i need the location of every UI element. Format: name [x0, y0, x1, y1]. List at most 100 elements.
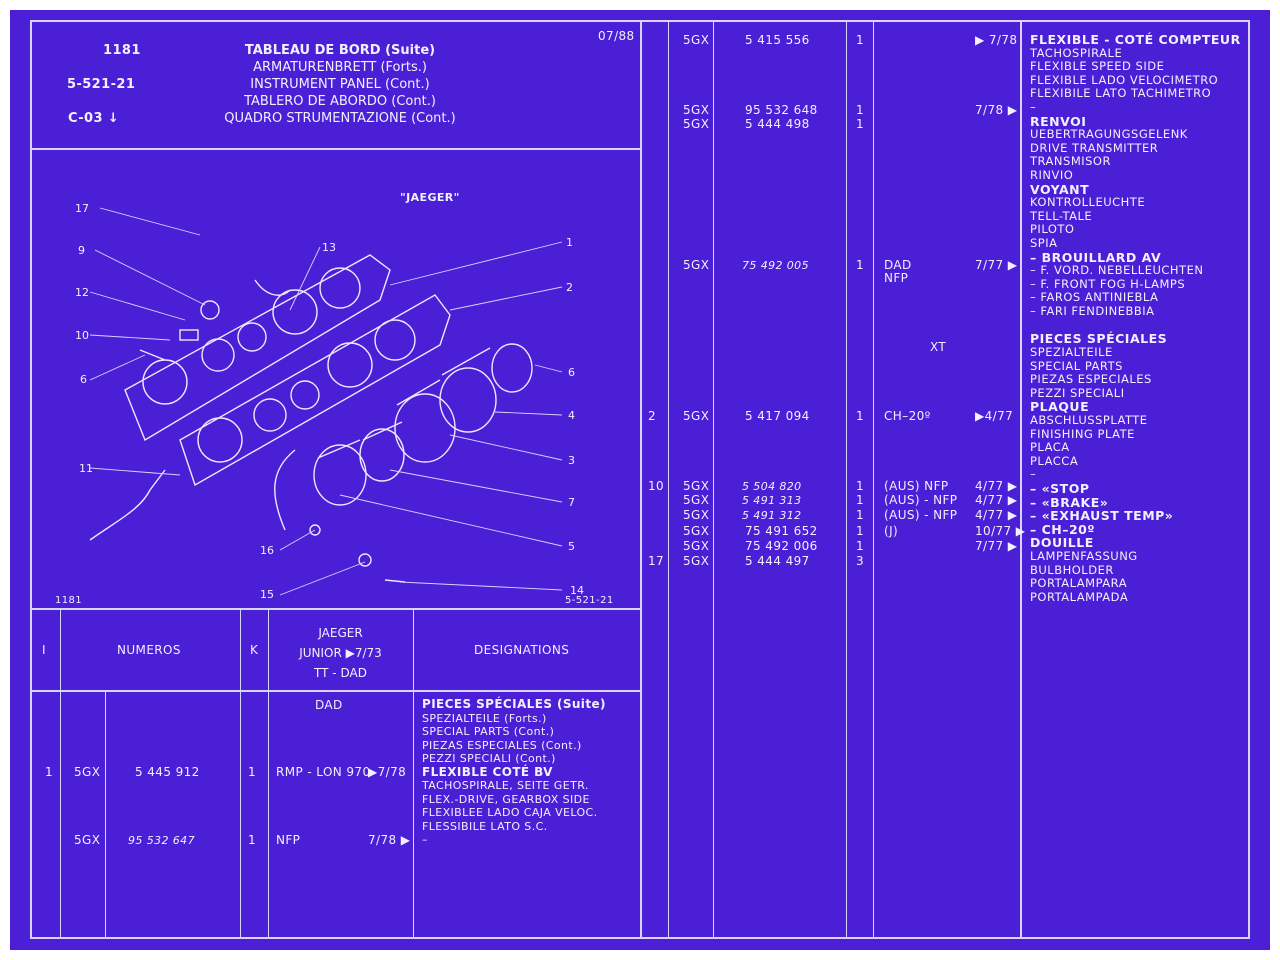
row-number: 5 491 313: [742, 494, 802, 507]
header-divider: [30, 148, 642, 150]
title-block: TABLEAU DE BORD (Suite) ARMATURENBRETT (…: [180, 42, 500, 127]
row-number: 5 445 912: [135, 765, 200, 779]
designation-line: FLEXIBLE SPEED SIDE: [1030, 59, 1165, 74]
row-date: 7/78 ▶: [368, 833, 411, 847]
designation-line: PIEZAS ESPECIALES: [1030, 372, 1152, 387]
row-qty: 1: [856, 524, 865, 538]
designation-heading: FLEXIBLE - COTÉ COMPTEUR: [1030, 32, 1241, 47]
designation-heading: – «EXHAUST TEMP»: [1030, 508, 1174, 524]
row-date: 7/78 ▶: [975, 103, 1018, 117]
col-rule: [105, 690, 106, 939]
title-fr: TABLEAU DE BORD (Suite): [244, 43, 436, 58]
designation-heading: – BROUILLARD AV: [1030, 249, 1162, 265]
row-date: ▶7/78: [368, 765, 407, 779]
row-qty: 1: [856, 409, 865, 423]
designation-line: PORTALAMPARA: [1030, 576, 1128, 591]
row-qty: 1: [856, 539, 865, 553]
row-index: 1: [45, 765, 54, 779]
col-rule: [873, 20, 874, 939]
model-line-3: TT - DAD: [314, 666, 367, 680]
title-en: INSTRUMENT PANEL (Cont.): [250, 77, 430, 92]
arrow-down-icon: ↓: [107, 111, 120, 126]
designation-line: RINVIO: [1030, 167, 1074, 182]
ref-number: 1181: [103, 43, 141, 58]
row-model: NFP: [884, 271, 909, 285]
sub-code: C-03 ↓: [68, 112, 119, 125]
title-es: TABLERO DE ABORDO (Cont.): [244, 94, 436, 109]
frame-left: [30, 20, 32, 939]
col-rule: [668, 20, 669, 939]
designation-line: TELL-TALE: [1030, 208, 1093, 223]
designation-line: DRIVE TRANSMITTER: [1030, 140, 1159, 155]
frame-right: [1248, 20, 1250, 939]
designation-line: PLACCA: [1030, 453, 1079, 468]
row-qty: 3: [856, 554, 865, 568]
row-qty: 1: [856, 493, 865, 507]
row-number: 5 444 497: [745, 554, 810, 568]
row-code: 5GX: [683, 103, 710, 117]
row-number: 75 491 652: [745, 524, 818, 538]
designation-line: PILOTO: [1030, 222, 1075, 237]
row-number: 75 492 006: [745, 539, 818, 553]
row-number: 5 417 094: [745, 409, 810, 423]
callout-2: 2: [566, 281, 573, 294]
diagram-bottom-rule: [30, 608, 642, 610]
designation-line: SPECIAL PARTS: [1030, 358, 1123, 373]
row-code: 5GX: [683, 539, 710, 553]
callout-4: 4: [568, 409, 575, 422]
row-model: (AUS) - NFP: [884, 508, 958, 522]
callout-5: 5: [568, 540, 575, 553]
row-code: 5GX: [683, 33, 710, 47]
row-date: 4/77 ▶: [975, 508, 1018, 522]
table-row: 1 5GX 5 445 912 1 RMP - LON 970 ▶7/78: [10, 766, 1270, 780]
col-rule: [60, 608, 61, 939]
row-code: 5GX: [683, 409, 710, 423]
row-number: 5 504 820: [742, 480, 802, 493]
designation-line: – FAROS ANTINIEBLA: [1030, 290, 1159, 305]
row-date: 4/77 ▶: [975, 493, 1018, 507]
designation-line: PLACA: [1030, 440, 1070, 455]
col-rule: [240, 608, 241, 939]
designation-heading: – CH–20º: [1030, 521, 1095, 537]
row-model: (AUS) NFP: [884, 479, 949, 493]
row-qty: 1: [856, 117, 865, 131]
row-date: 10/77 ▶: [975, 524, 1026, 538]
col-header-designations: DESIGNATIONS: [474, 643, 570, 657]
callout-10: 10: [75, 329, 89, 342]
row-code: 5GX: [683, 479, 710, 493]
designation-line: TACHOSPIRALE: [1030, 45, 1123, 60]
callout-9: 9: [78, 244, 85, 257]
designation-heading: PIECES SPÉCIALES: [1030, 331, 1168, 347]
callout-14: 14: [570, 584, 584, 597]
row-qty: 1: [248, 765, 257, 779]
designation-line: TRANSMISOR: [1030, 154, 1111, 169]
brand-label: "JAEGER": [400, 191, 460, 204]
callout-15: 15: [260, 588, 274, 601]
designation-heading: – «STOP: [1030, 481, 1090, 496]
row-date: 4/77 ▶: [975, 479, 1018, 493]
designation-heading: PLAQUE: [1030, 399, 1090, 415]
row-number: 5 491 312: [742, 509, 802, 522]
designation-line: FLEX.-DRIVE, GEARBOX SIDE: [422, 792, 590, 806]
designation-line: PEZZI SPECIALI: [1030, 385, 1125, 400]
designation-line: BULBHOLDER: [1030, 562, 1114, 577]
row-number: 95 532 648: [745, 103, 818, 117]
parts-catalog-sheet: 1181 5-521-21 C-03 ↓ 07/88 TABLEAU DE BO…: [10, 10, 1270, 950]
row-index: 10: [648, 479, 665, 493]
row-number: 95 532 647: [128, 834, 195, 847]
designation-line: ABSCHLUSSPLATTE: [1030, 413, 1148, 428]
row-model: NFP: [276, 833, 301, 847]
designation-line: LAMPENFASSUNG: [1030, 548, 1138, 563]
row-date: ▶ 7/78: [975, 33, 1018, 47]
row-qty: 1: [248, 833, 257, 847]
sub-model-label: DAD: [315, 698, 343, 712]
row-model: (J): [884, 524, 899, 538]
table-row: NFP: [10, 272, 1270, 286]
row-qty: 1: [856, 258, 865, 272]
row-qty: 1: [856, 479, 865, 493]
col-rule: [846, 20, 847, 939]
